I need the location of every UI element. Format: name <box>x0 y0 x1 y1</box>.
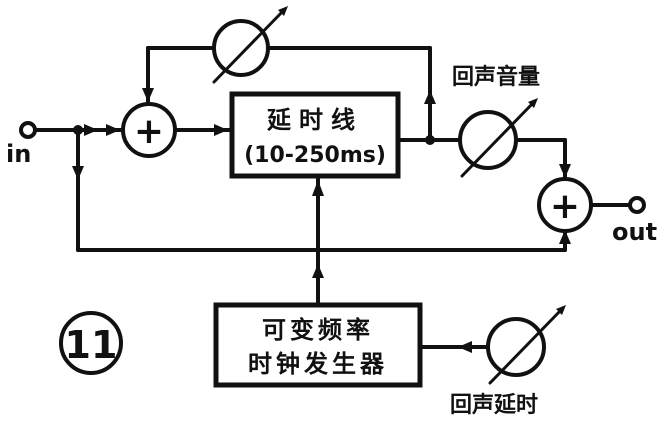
input-label: in <box>6 140 31 168</box>
arrow-feedback-up <box>424 90 436 104</box>
arrow-volume-down <box>559 164 571 178</box>
arrow-feedback-down <box>142 88 154 102</box>
arrow-sum1-in <box>106 124 120 136</box>
summer-input-symbol: + <box>134 111 164 152</box>
delay-line-block: 延时线 (10-250ms) <box>229 91 401 179</box>
arrow-clock-up <box>312 180 324 196</box>
arrow-clock-up-lower <box>312 264 324 278</box>
arrow-delay-pot <box>458 341 472 353</box>
delay-line-range: (10-250ms) <box>244 143 386 168</box>
echo-volume-pot-icon <box>458 98 538 178</box>
delay-line-title: 延时线 <box>266 106 363 134</box>
arrow-bypass-up <box>559 230 571 244</box>
arrow-to-delay <box>214 124 228 136</box>
clock-generator-line1: 可变频率 <box>262 316 374 344</box>
input-terminal <box>19 121 37 139</box>
echo-delay-label: 回声延时 <box>450 393 538 418</box>
figure-number: 11 <box>65 323 118 367</box>
junction-input <box>73 125 83 135</box>
figure-number-badge: 11 <box>59 311 123 375</box>
echo-volume-label: 回声音量 <box>452 64 540 90</box>
arrow-input <box>84 124 98 136</box>
summer-input: + <box>121 102 177 158</box>
output-label: out <box>612 218 657 246</box>
output-terminal <box>628 196 646 214</box>
clock-generator-block: 可变频率 时钟发生器 <box>213 302 423 388</box>
echo-delay-pot-icon <box>486 305 566 385</box>
arrow-bypass-down <box>72 166 84 180</box>
summer-output: + <box>537 177 593 233</box>
summer-output-symbol: + <box>550 186 580 227</box>
junction-feedback <box>425 135 435 145</box>
feedback-pot-icon <box>212 6 288 84</box>
clock-generator-line2: 时钟发生器 <box>248 350 388 378</box>
